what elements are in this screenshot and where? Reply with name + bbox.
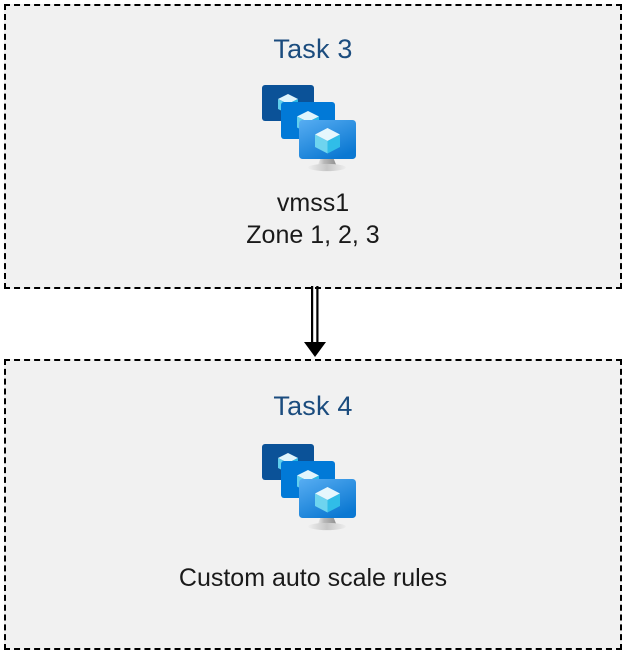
connector-line-right	[316, 286, 319, 344]
vmss-monitor-front	[299, 120, 356, 159]
connector-arrow-task3-to-task4	[304, 286, 326, 357]
task-box-task-4[interactable]: Task 4	[4, 359, 622, 650]
vmss-monitor-stand	[308, 157, 346, 172]
vmss-cube-front	[315, 487, 340, 513]
task-box-task-3[interactable]: Task 3	[4, 4, 622, 289]
vmss-icon	[262, 444, 356, 531]
task-3-captions: vmss1 Zone 1, 2, 3	[246, 187, 379, 251]
task-3-icon-wrap	[253, 79, 373, 175]
task-4-icon-wrap	[253, 438, 373, 534]
task-4-title: Task 4	[273, 391, 353, 421]
connector-line-left	[311, 286, 314, 344]
task-3-caption-line-1: vmss1	[276, 189, 350, 217]
task-3-caption-line-2: Zone 1, 2, 3	[246, 221, 380, 249]
task-4-caption-line-1: Custom auto scale rules	[178, 564, 448, 592]
task-3-title: Task 3	[273, 34, 353, 64]
vmss-monitor-stand	[308, 516, 346, 531]
arrowhead-icon	[304, 342, 326, 357]
vmss-monitor-front	[299, 479, 356, 518]
task-4-captions: Custom auto scale rules	[179, 562, 447, 594]
vmss-icon	[262, 85, 356, 172]
vmss-cube-front	[315, 128, 340, 154]
